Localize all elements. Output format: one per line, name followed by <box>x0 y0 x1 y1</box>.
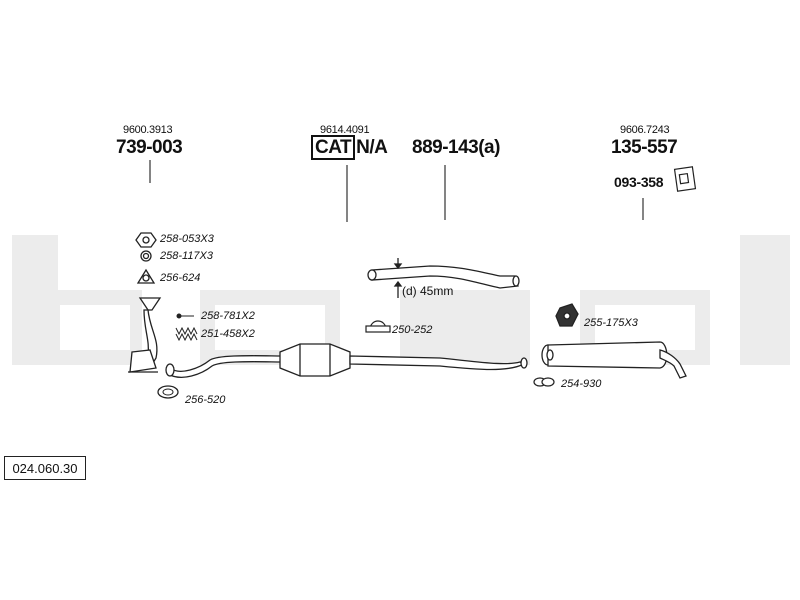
ref-number-4: 9606.7243 <box>620 124 670 136</box>
label-bolt: 258-781X2 <box>201 310 255 322</box>
rear-muffler-icon <box>541 341 687 379</box>
cat-value: N/A <box>356 137 388 158</box>
label-clamp-rear: 254-930 <box>561 378 602 390</box>
part-number-1: 739-003 <box>116 137 183 158</box>
label-gasket-bottom: 256-520 <box>185 394 226 406</box>
label-spring: 251-458X2 <box>201 328 255 340</box>
part-number-3: 889-143(a) <box>412 137 500 158</box>
bracket-icon <box>673 166 697 192</box>
diagram-code: 024.060.30 <box>4 456 86 480</box>
label-gasket-top: 256-624 <box>160 272 201 284</box>
middle-pipe-icon <box>367 258 520 298</box>
downpipe-icon <box>128 297 162 373</box>
label-rubber-mount: 255-175X3 <box>584 317 638 329</box>
part-number-4: 135-557 <box>611 137 678 158</box>
clamp-middle-icon <box>365 320 391 333</box>
rubber-mount-icon <box>555 303 579 327</box>
label-nut: 258-053X3 <box>160 233 214 245</box>
label-washer: 258-117X3 <box>160 250 214 262</box>
label-clamp-middle: 250-252 <box>392 324 433 336</box>
ref-number-1: 9600.3913 <box>123 124 173 136</box>
label-diameter: (d) 45mm <box>402 284 454 298</box>
spring-icon <box>175 326 198 336</box>
clamp-rear-icon <box>533 377 555 387</box>
cat-box: CAT <box>311 135 356 160</box>
catalyst-pipe-icon <box>165 343 528 378</box>
part-number-bracket: 093-358 <box>614 174 664 190</box>
ref-number-2: 9614.4091 <box>320 124 370 136</box>
